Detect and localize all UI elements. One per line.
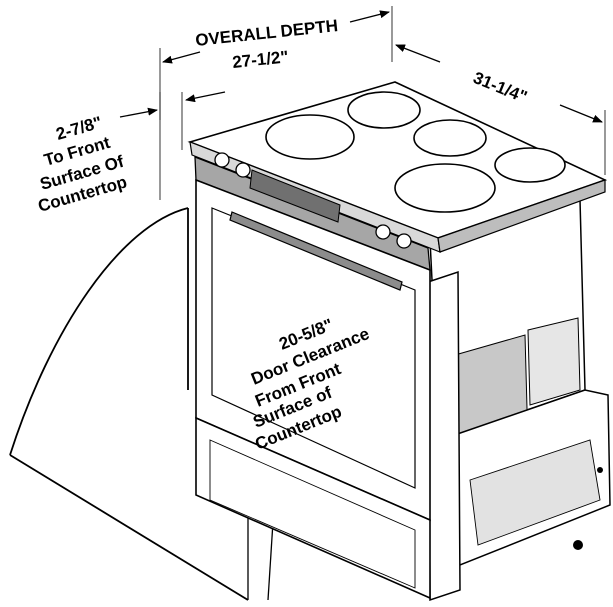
width-label: 31-1/4" — [471, 68, 530, 107]
front-surface-dimension — [119, 91, 226, 118]
range-appliance — [187, 81, 611, 602]
width-value: 31-1/4" — [471, 68, 530, 107]
overall-depth-dimension — [162, 10, 390, 64]
overall-depth-title: OVERALL DEPTH — [194, 16, 338, 50]
overall-depth-label: OVERALL DEPTH 27-1/2" — [194, 16, 338, 72]
overall-depth-value: 27-1/2" — [231, 47, 289, 72]
extension-lines — [159, 6, 606, 200]
width-dimension — [395, 44, 603, 123]
front-surface-label: 2-7/8" To Front Surface Of Countertop — [36, 113, 129, 216]
